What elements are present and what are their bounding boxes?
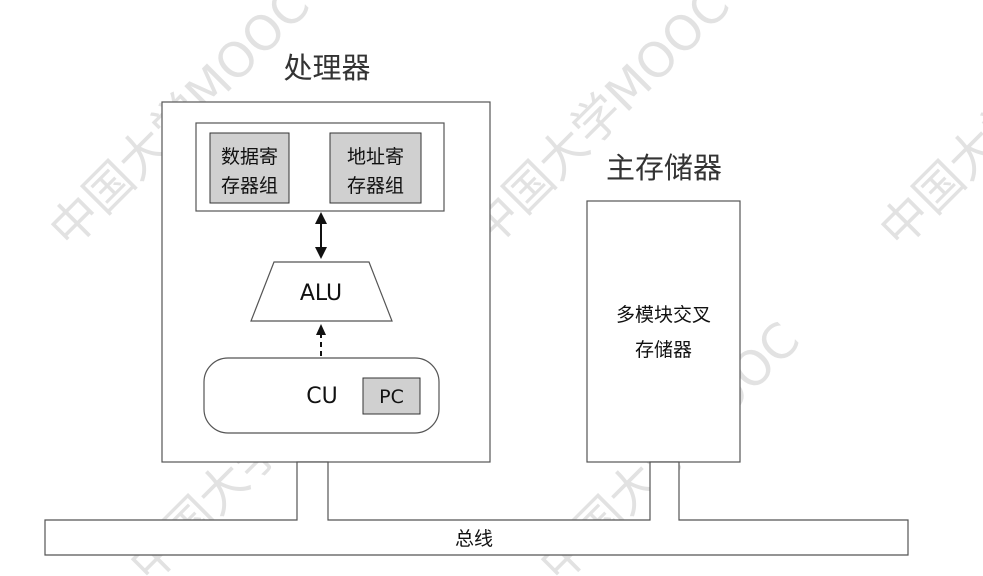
- address-register-box: [329, 132, 422, 204]
- address-register-label-line2: 存器组: [347, 175, 404, 197]
- data-register-label-line1: 数据寄: [221, 146, 278, 168]
- address-register-label-line1: 地址寄: [347, 146, 404, 168]
- register-alu-double-arrow: [315, 212, 327, 259]
- data-register-box: [209, 132, 290, 204]
- alu-trapezoid: [250, 261, 393, 322]
- address-register-group: 地址寄 存器组: [329, 132, 422, 204]
- data-register-label-line2: 存器组: [221, 175, 278, 197]
- memory-block: 多模块交叉 存储器: [586, 200, 741, 463]
- alu-block: ALU: [250, 261, 393, 322]
- processor-title: 处理器: [283, 51, 370, 85]
- cu-alu-control-arrow: [316, 324, 326, 358]
- pc-register-box: [362, 377, 421, 415]
- system-bus: 总线: [44, 461, 909, 556]
- bus-label: 总线: [455, 528, 493, 550]
- cu-block: CU PC: [203, 357, 440, 434]
- watermark-text: 中国大学MOOC: [869, 0, 983, 258]
- cu-label: CU: [306, 384, 337, 409]
- memory-box: [586, 200, 741, 463]
- memory-title: 主存储器: [606, 151, 722, 185]
- memory-label-line1: 多模块交叉: [616, 304, 711, 326]
- pc-label: PC: [379, 386, 404, 408]
- alu-label: ALU: [300, 281, 342, 306]
- memory-label-line2: 存储器: [635, 339, 692, 361]
- bus-outline: [44, 461, 909, 556]
- data-register-group: 数据寄 存器组: [209, 132, 290, 204]
